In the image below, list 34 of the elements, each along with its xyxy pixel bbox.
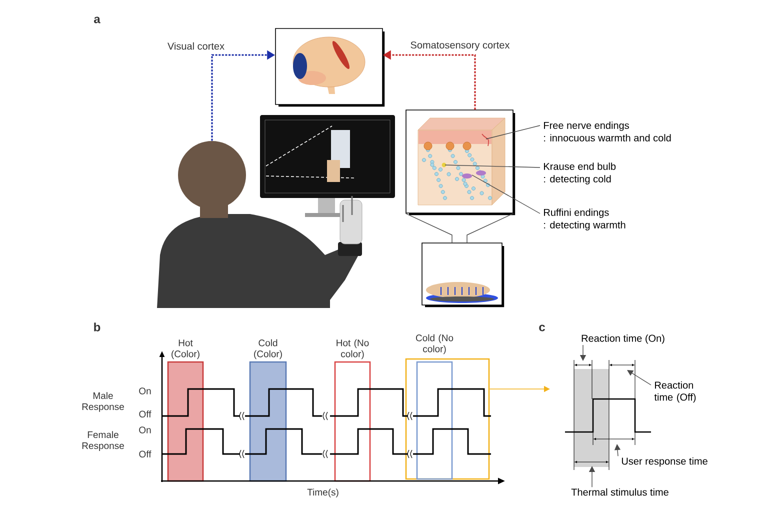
highlight-box [405, 358, 490, 480]
stimulus-label: Cold (No color) [416, 334, 454, 354]
edge-label: Visual cortex [166, 41, 226, 51]
leader-line [486, 125, 540, 140]
leader-line [627, 370, 652, 386]
zoom-line [466, 213, 514, 243]
leader-line [444, 164, 540, 168]
axis-label: Male Response [82, 392, 124, 412]
annotation-text: Reaction time (On) [582, 334, 664, 344]
panel-letter: a [94, 16, 100, 24]
zoom-line [405, 213, 452, 243]
axis-label: On [139, 388, 151, 394]
callout-text: Free nerve endings : innocuous warmth and cold [544, 122, 671, 142]
person-silhouette [157, 141, 362, 308]
callout-text: Krause end bulb : detecting cold [544, 162, 616, 184]
brain-drawing [275, 28, 385, 107]
annotation-text: User response time [622, 457, 708, 467]
annotation-text: Reaction time (Off) [654, 381, 696, 403]
leader-line [472, 174, 540, 214]
stimulus-label: Hot (No color) [336, 339, 369, 360]
fingertip-drawing [422, 242, 504, 308]
axis-label: Female Response [82, 431, 124, 451]
axis-label: Time(s) [307, 488, 338, 498]
skin-layers-drawing [406, 110, 516, 216]
panel-letter: c [539, 324, 545, 332]
edge-label: Somatosensory cortex [409, 40, 511, 52]
axis-label: Off [139, 450, 152, 458]
stimulus-label: Hot (Color) [172, 340, 200, 360]
axis-label: Off [139, 410, 152, 418]
callout-text: Ruffini endings : detecting warmth [544, 208, 626, 230]
panel-letter: b [94, 322, 100, 332]
axis-label: On [139, 426, 151, 434]
stimulus-label: Cold (Color) [254, 339, 282, 360]
annotation-text: Thermal stimulus time [571, 488, 668, 496]
